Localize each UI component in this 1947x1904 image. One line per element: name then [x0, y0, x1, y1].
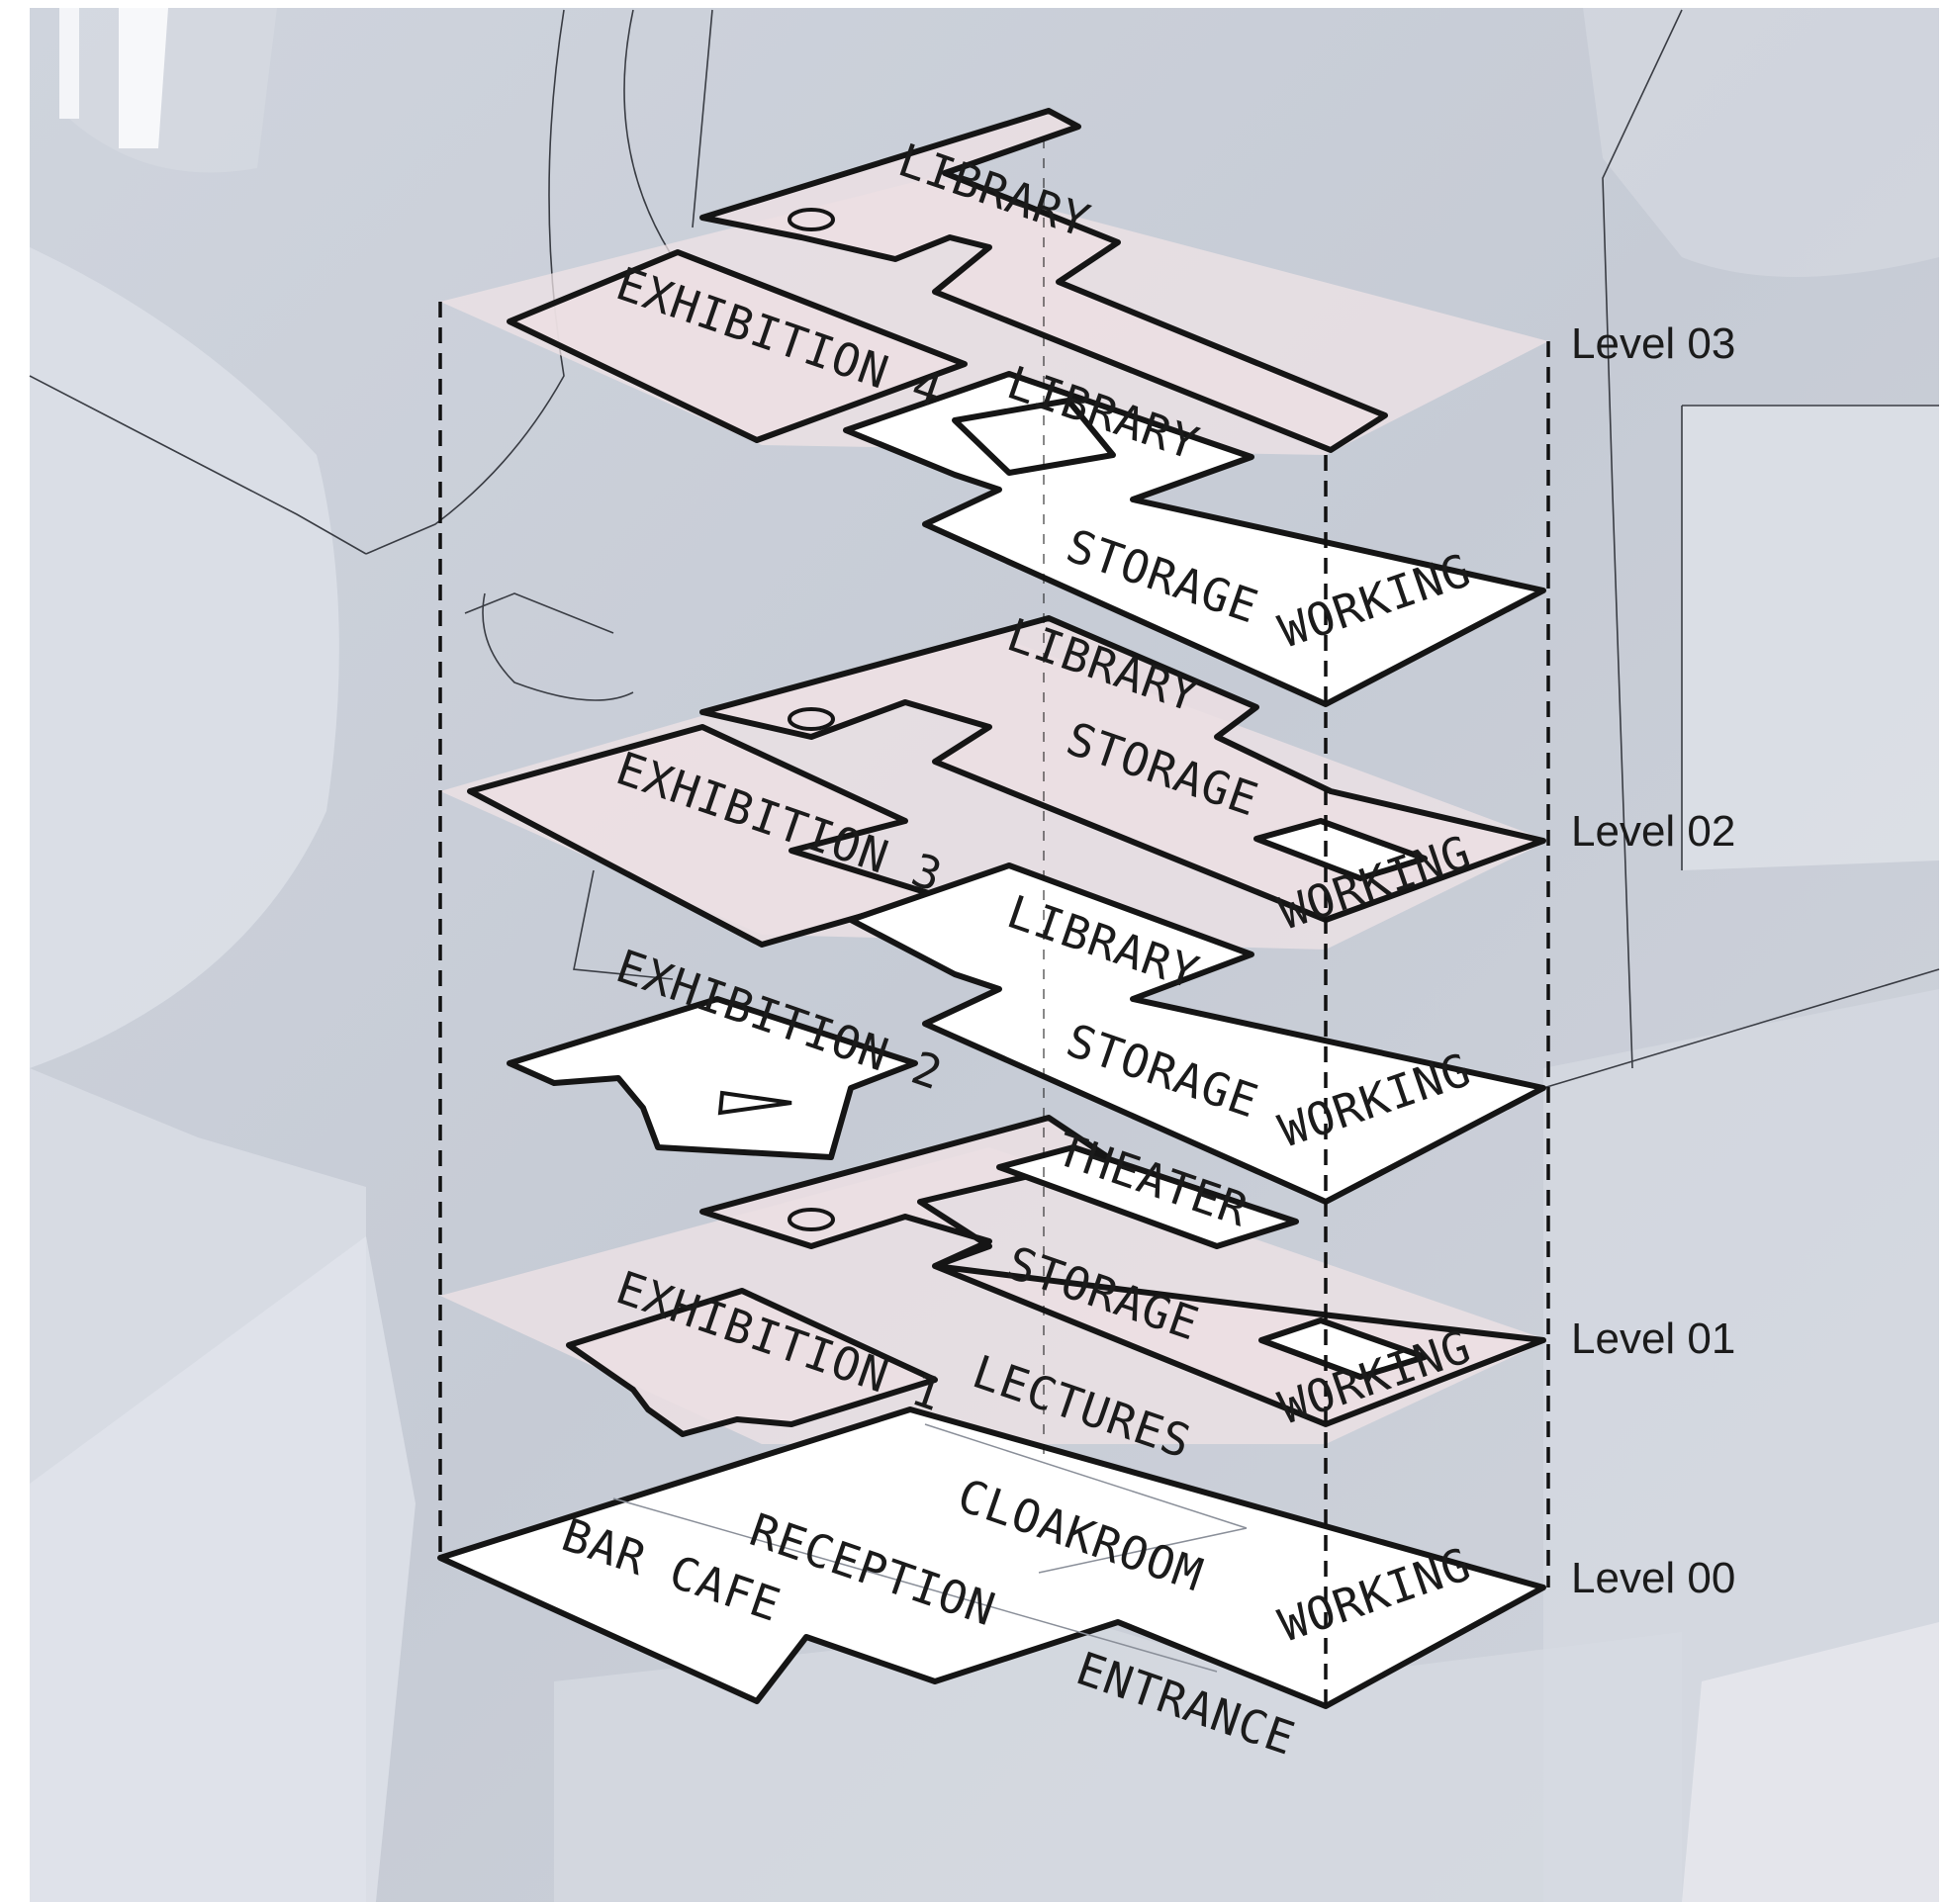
level-label-00: Level 00	[1571, 1554, 1735, 1602]
skylight-opening-3	[788, 1208, 835, 1231]
skylight-opening	[788, 208, 835, 231]
void-opening-2	[1253, 818, 1428, 881]
level-01-slabs	[566, 1115, 1546, 1437]
slab-exhibition-4	[507, 249, 968, 443]
level-frame	[438, 138, 1550, 1706]
level-label-03: Level 03	[1571, 319, 1735, 368]
level-00-slabs	[437, 1406, 1546, 1709]
slab-ground-floor	[437, 1406, 1546, 1709]
slab-exhibition-2	[507, 996, 918, 1160]
slab-exhibition-3	[467, 724, 938, 948]
triangle-opening	[717, 1090, 792, 1116]
level-labels: Level 03 Level 02 Level 01 Level 00	[1571, 319, 1735, 1602]
level-label-02: Level 02	[1571, 807, 1735, 856]
slab-exhibition-1	[566, 1288, 938, 1437]
level-label-01: Level 01	[1571, 1315, 1735, 1363]
void-opening	[952, 398, 1116, 476]
level-02-slabs	[467, 615, 1546, 1205]
slab-library-level-02b	[848, 862, 1546, 1205]
slab-theater	[996, 1144, 1299, 1249]
skylight-opening-2	[788, 707, 835, 731]
